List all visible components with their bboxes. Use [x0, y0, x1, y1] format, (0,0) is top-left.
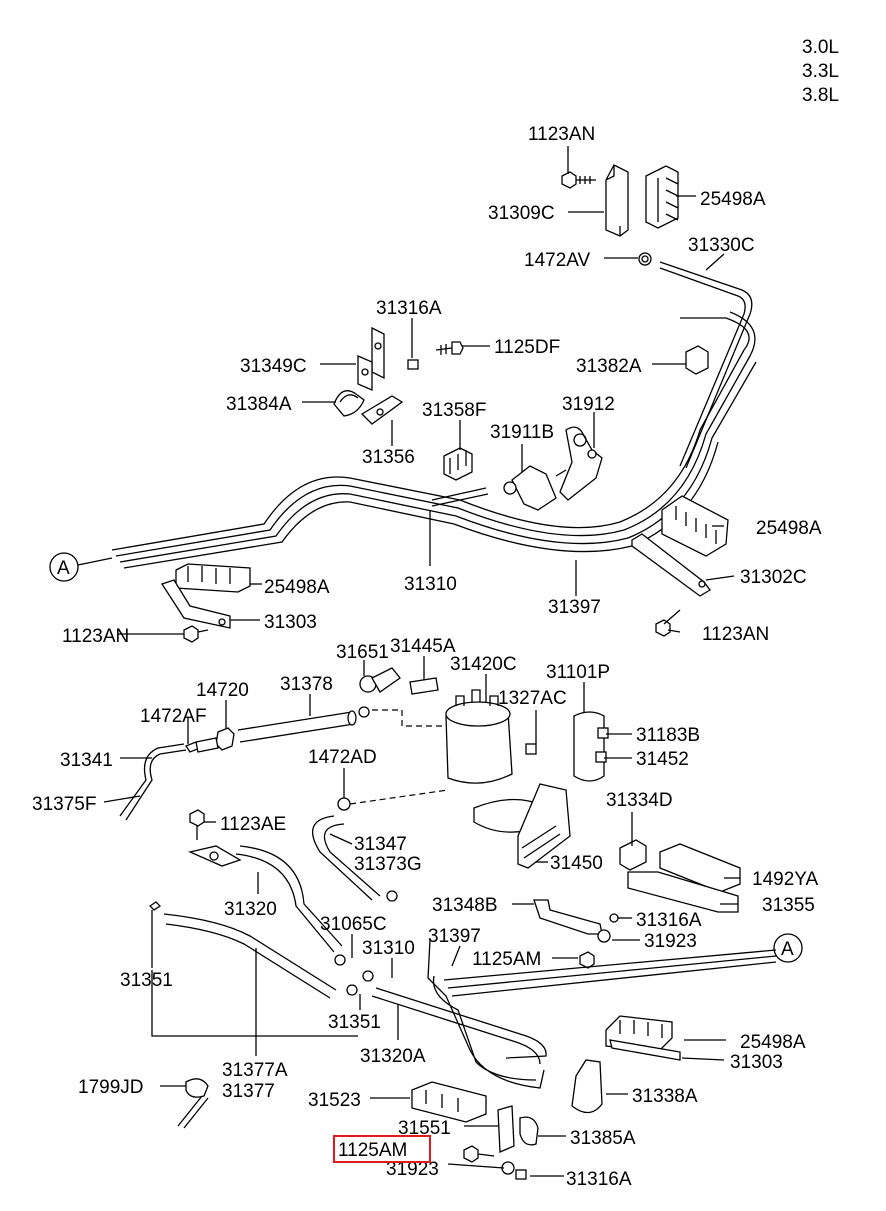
part-label[interactable]: 31320 — [224, 899, 277, 920]
part-label[interactable]: 31338A — [632, 1086, 698, 1107]
engine-label-3.3l: 3.3L — [802, 61, 839, 82]
leader-lines — [103, 146, 740, 1177]
part-label[interactable]: 31316A — [636, 910, 702, 931]
part-label[interactable]: 31065C — [320, 914, 387, 935]
part-label[interactable]: 25498A — [700, 189, 766, 210]
engine-label-3.0l: 3.0L — [802, 37, 839, 58]
part-label[interactable]: 31302C — [740, 567, 807, 588]
part-labels: 1123AN 31309C 25498A 1472AV 31330C 31316… — [32, 124, 822, 1190]
part-drawings: A — [49, 164, 803, 1180]
part-label[interactable]: 31351 — [120, 970, 173, 991]
part-label[interactable]: 31912 — [562, 394, 615, 415]
highlight-box — [333, 1135, 431, 1163]
connector-a-left: A — [57, 558, 70, 579]
part-label[interactable]: 1123AN — [702, 624, 769, 645]
part-label[interactable]: 31334D — [606, 790, 673, 811]
engine-label-3.8l: 3.8L — [802, 85, 839, 106]
part-label[interactable]: 25498A — [740, 1032, 806, 1053]
part-label[interactable]: 31355 — [762, 895, 815, 916]
engine-variant-labels: 3.0L 3.3L 3.8L — [802, 37, 839, 106]
part-label[interactable]: 31445A — [390, 636, 456, 657]
part-label[interactable]: 31375F — [32, 794, 96, 815]
part-label[interactable]: 31347 — [354, 834, 407, 855]
part-label[interactable]: 1123AE — [220, 814, 286, 835]
part-label[interactable]: 31101P — [546, 662, 610, 683]
part-label[interactable]: 31316A — [566, 1169, 632, 1190]
part-label[interactable]: 31373G — [354, 854, 422, 875]
part-label[interactable]: 1472AD — [308, 747, 377, 768]
part-label[interactable]: 31330C — [688, 235, 755, 256]
part-label[interactable]: 1123AN — [62, 626, 129, 647]
part-label[interactable]: 1123AN — [528, 124, 595, 145]
part-label[interactable]: 31450 — [550, 853, 603, 874]
part-label[interactable]: 1125DF — [494, 337, 560, 358]
part-label[interactable]: 31397 — [428, 926, 481, 947]
part-label[interactable]: 31349C — [240, 356, 307, 377]
part-label[interactable]: 31303 — [264, 612, 317, 633]
part-label[interactable]: 31378 — [280, 674, 333, 695]
part-label[interactable]: 31348B — [432, 895, 498, 916]
part-label[interactable]: 31385A — [570, 1128, 636, 1149]
part-label[interactable]: 31183B — [636, 725, 700, 746]
part-label[interactable]: 31377A — [222, 1060, 288, 1081]
part-label[interactable]: 31309C — [488, 203, 555, 224]
part-label[interactable]: 25498A — [756, 518, 822, 539]
part-label[interactable]: 31310 — [404, 574, 457, 595]
part-label[interactable]: 31651 — [336, 642, 389, 663]
part-label[interactable]: 31320A — [360, 1046, 426, 1067]
part-label[interactable]: 31356 — [362, 447, 415, 468]
part-label[interactable]: 31911B — [490, 422, 554, 443]
part-label[interactable]: 31923 — [386, 1159, 439, 1180]
part-label[interactable]: 31341 — [60, 750, 113, 771]
part-label[interactable]: 31310 — [362, 938, 415, 959]
connector-a-right: A — [781, 939, 794, 960]
part-label[interactable]: 1492YA — [752, 869, 819, 890]
part-label[interactable]: 31551 — [398, 1118, 451, 1139]
part-label-highlighted[interactable]: 1125AM — [338, 1140, 407, 1161]
part-label[interactable]: 1472AF — [140, 706, 207, 727]
part-label[interactable]: 31923 — [644, 931, 697, 952]
part-label[interactable]: 14720 — [196, 680, 249, 701]
part-label[interactable]: 1125AM — [472, 949, 541, 970]
part-label[interactable]: 31303 — [730, 1052, 783, 1073]
part-label[interactable]: 25498A — [264, 577, 330, 598]
part-label[interactable]: 1327AC — [498, 688, 567, 709]
part-label[interactable]: 31420C — [450, 654, 517, 675]
part-label[interactable]: 1799JD — [78, 1077, 144, 1098]
part-label[interactable]: 31384A — [226, 394, 292, 415]
part-label[interactable]: 31377 — [222, 1081, 275, 1102]
part-label[interactable]: 31452 — [636, 749, 689, 770]
part-label[interactable]: 31351 — [328, 1012, 381, 1033]
part-label[interactable]: 31358F — [422, 400, 486, 421]
part-label[interactable]: 31523 — [308, 1090, 361, 1111]
part-label[interactable]: 31397 — [548, 597, 601, 618]
part-label[interactable]: 31382A — [576, 356, 642, 377]
part-label[interactable]: 31316A — [376, 298, 442, 319]
part-label[interactable]: 1472AV — [524, 250, 591, 271]
